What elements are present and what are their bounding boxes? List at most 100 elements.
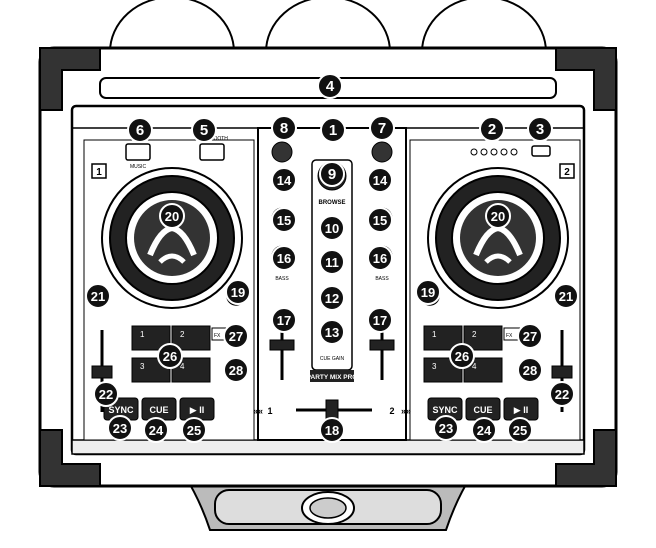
- led-indicators: [470, 148, 518, 156]
- channel-fader-left[interactable]: [269, 330, 295, 380]
- pads-right: 1 2 3 4 FX: [423, 325, 523, 383]
- callout-c9: 9: [319, 161, 345, 187]
- play-label-left: ▶ II: [190, 405, 204, 415]
- callout-number: 7: [378, 120, 386, 137]
- logo-badge: [310, 370, 354, 382]
- deck-1-label: 1: [96, 167, 102, 178]
- play-label-right: ▶ II: [514, 405, 528, 415]
- pad-right-3-label: 3: [432, 362, 437, 371]
- callout-number: 9: [328, 166, 336, 183]
- callout-number: 8: [280, 120, 288, 137]
- callout-badge: [367, 207, 393, 233]
- callout-badge: [271, 307, 297, 333]
- callout-number: 28: [523, 363, 537, 378]
- callout-c25l: 25: [181, 417, 207, 443]
- callout-c20r: 20: [485, 203, 511, 229]
- callout-number: 21: [91, 289, 105, 304]
- callout-badge: [553, 283, 579, 309]
- music-label: MUSIC: [130, 164, 147, 170]
- callout-badge: [271, 115, 297, 141]
- gain-knob-right[interactable]: [371, 141, 393, 163]
- pad-left-1-label: 1: [140, 330, 145, 339]
- callout-c23r: 23: [433, 415, 459, 441]
- callout-badge: [271, 207, 297, 233]
- callout-number: 10: [325, 221, 339, 236]
- deck-2-box: [559, 163, 575, 179]
- callout-badge: [319, 215, 345, 241]
- callout-number: 27: [229, 329, 243, 344]
- callout-badge: [367, 245, 393, 271]
- callout-c26l: 26: [157, 343, 183, 369]
- callout-c14r: 14: [367, 167, 393, 193]
- callout-number: 17: [373, 313, 387, 328]
- callout-badge: [507, 417, 533, 443]
- callout-c22r: 22: [549, 381, 575, 407]
- callout-badge: [449, 343, 475, 369]
- callout-c15r: 15: [367, 207, 393, 233]
- callout-number: 24: [477, 423, 492, 438]
- callout-number: 14: [277, 173, 292, 188]
- callout-badge: [517, 323, 543, 349]
- callout-badge: [517, 357, 543, 383]
- top-dome-right: [420, 0, 548, 53]
- callout-badge: [549, 381, 575, 407]
- callout-badge: [223, 357, 249, 383]
- callout-c5: 5: [191, 117, 217, 143]
- usb-port[interactable]: [531, 145, 551, 157]
- cue-label-left: CUE: [149, 405, 168, 415]
- logo-text: PARTY MIX PRO: [307, 374, 358, 381]
- top-dome-left: [108, 0, 236, 53]
- deck-1-box: [91, 163, 107, 179]
- pad-right-2-label: 2: [472, 330, 477, 339]
- jog-wheel-right[interactable]: [427, 167, 569, 309]
- music-button[interactable]: [125, 143, 151, 161]
- callout-number: 21: [559, 289, 573, 304]
- callout-c1: 1: [320, 117, 346, 143]
- sync-label-left: SYNC: [108, 405, 134, 415]
- callout-number: 27: [523, 329, 537, 344]
- callout-c11: 11: [319, 249, 345, 275]
- bass-label-left: BASS: [275, 276, 289, 282]
- callout-c24r: 24: [471, 417, 497, 443]
- crossfader-arrows-right: »»: [401, 406, 411, 416]
- callout-number: 11: [325, 255, 339, 270]
- callout-c7: 7: [369, 115, 395, 141]
- booth-button[interactable]: [199, 143, 225, 161]
- callout-c23l: 23: [107, 415, 133, 441]
- fx-label-right: FX: [506, 333, 513, 339]
- callout-badge: [319, 285, 345, 311]
- callout-c17l: 17: [271, 307, 297, 333]
- pad-left-3[interactable]: [131, 357, 171, 383]
- callout-c22l: 22: [93, 381, 119, 407]
- callout-c20l: 20: [159, 203, 185, 229]
- pad-right-2[interactable]: [463, 325, 503, 351]
- callout-badge: [319, 417, 345, 443]
- callout-number: 25: [513, 423, 527, 438]
- channel-fader-right[interactable]: [369, 330, 395, 380]
- bass-label-right: BASS: [375, 276, 389, 282]
- callout-c21r: 21: [553, 283, 579, 309]
- callout-badge: [181, 417, 207, 443]
- callout-badge: [107, 415, 133, 441]
- callout-number: 3: [536, 121, 544, 138]
- callout-number: 22: [99, 387, 113, 402]
- pad-left-2[interactable]: [171, 325, 211, 351]
- callout-number: 19: [231, 285, 245, 300]
- callout-badge: [159, 203, 185, 229]
- bottom-handle: [183, 475, 473, 531]
- crossfader-arrows-left: ««: [253, 406, 263, 416]
- jog-wheel-left[interactable]: [101, 167, 243, 309]
- callout-c25r: 25: [507, 417, 533, 443]
- callout-badge: [143, 417, 169, 443]
- fx-label-left: FX: [214, 333, 221, 339]
- callout-badge: [367, 167, 393, 193]
- callout-c21l: 21: [85, 283, 111, 309]
- callout-c10: 10: [319, 215, 345, 241]
- callout-c16r: 16: [367, 245, 393, 271]
- callout-badge: [367, 307, 393, 333]
- callout-number: 18: [325, 423, 339, 438]
- gain-knob-left[interactable]: [271, 141, 293, 163]
- pad-left-3-label: 3: [140, 362, 145, 371]
